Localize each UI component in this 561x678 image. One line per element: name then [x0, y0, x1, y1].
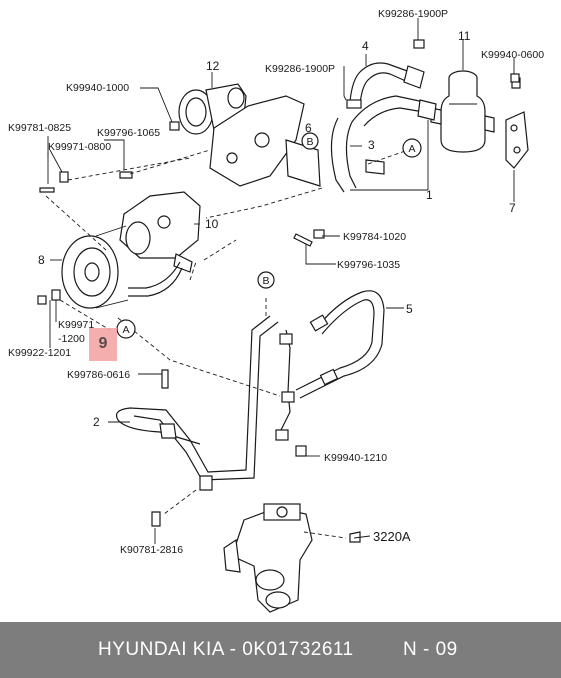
label-k99796-1035: K99796-1035: [337, 259, 400, 271]
callout-2: 2: [93, 415, 100, 429]
footer-part-number: HYUNDAI KIA - 0K01732611: [98, 639, 354, 660]
label-k90781-2816: K90781-2816: [120, 544, 183, 556]
pump-pulley: [61, 225, 129, 309]
hardware: [37, 39, 520, 543]
reference-dashes: [45, 149, 409, 539]
circle-ref-a2: A: [116, 319, 136, 339]
footer-bar: HYUNDAI KIA - 0K01732611 N - 09: [0, 622, 561, 678]
label-k99786-0616: K99786-0616: [67, 369, 130, 381]
circle-ref-b1: B: [301, 132, 319, 150]
leader-lines: [47, 18, 515, 544]
callout-5: 5: [406, 302, 413, 316]
circle-ref-b2: B: [257, 271, 275, 289]
label-k99286-1900p-mid: K99286-1900P: [265, 63, 335, 75]
circle-ref-b2-text: B: [262, 275, 269, 287]
callout-11: 11: [458, 29, 471, 43]
callout-12: 12: [206, 59, 220, 73]
steering-gear: [223, 503, 313, 613]
power-steering-pump: [119, 191, 201, 273]
label-k99940-0600: K99940-0600: [481, 49, 544, 61]
return-hose-4: [346, 62, 425, 109]
footer-position-code: N - 09: [403, 639, 458, 660]
callout-1: 1: [426, 188, 433, 202]
label-k99971-1200-b: -1200: [58, 333, 85, 345]
label-k99781-0825: K99781-0825: [8, 122, 71, 134]
highlighted-part-label: 9: [98, 335, 108, 352]
label-k99940-1000: K99940-1000: [66, 82, 129, 94]
label-k99940-1210: K99940-1210: [324, 452, 387, 464]
idler-pulley: [178, 83, 247, 135]
circle-ref-a1-text: A: [408, 143, 415, 155]
callout-10: 10: [205, 217, 219, 231]
pressure-pipe-2: [115, 315, 295, 491]
pump-outlet-pipe: [128, 261, 181, 289]
label-k99922-1201: K99922-1201: [8, 347, 71, 359]
highlighted-part-9: 9: [89, 328, 117, 361]
reservoir-bracket: [505, 77, 529, 169]
pressure-hose-5: [295, 290, 385, 399]
diagram-svg: A B A B K99286-1900P K99940-0600 K99286-…: [8, 8, 544, 613]
callout-8: 8: [38, 253, 45, 267]
pump-bracket: [209, 95, 321, 187]
label-k99286-1900p-top: K99286-1900P: [378, 8, 448, 20]
callout-6: 6: [305, 121, 312, 135]
circle-ref-b1-text: B: [306, 136, 313, 148]
callout-3: 3: [368, 138, 375, 152]
label-k99971-1200-a: K99971: [58, 319, 94, 331]
callout-7: 7: [509, 201, 516, 215]
circle-ref-a1: A: [402, 138, 422, 158]
callout-4: 4: [362, 39, 369, 53]
label-k99796-1065: K99796-1065: [97, 127, 160, 139]
reservoir: [430, 70, 495, 153]
label-k99971-0800: K99971-0800: [48, 141, 111, 153]
label-3220a: 3220A: [373, 529, 411, 544]
label-k99784-1020: K99784-1020: [343, 231, 406, 243]
circle-ref-a2-text: A: [122, 324, 129, 336]
